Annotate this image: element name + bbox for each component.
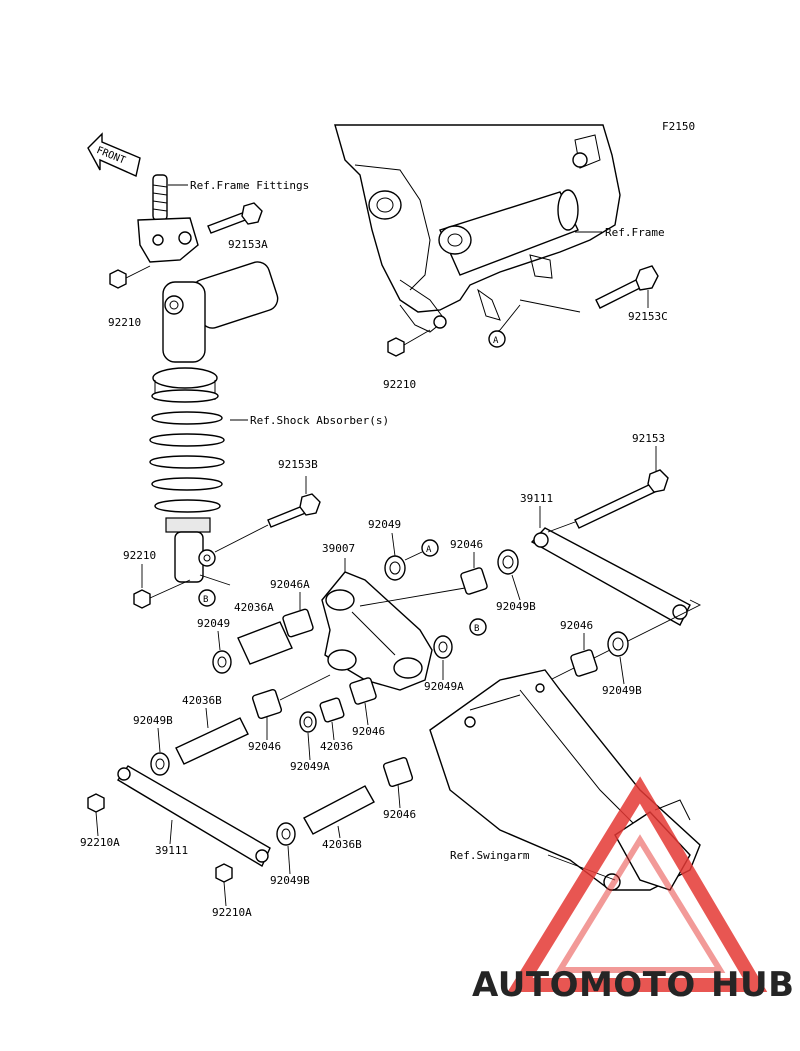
bearing-92046-top	[460, 567, 488, 595]
callout-a-rocker-label: A	[426, 545, 432, 555]
part-number-92210-shock: 92210	[123, 549, 156, 562]
callout-a-frame-label: A	[493, 336, 499, 346]
part-number-92049b-bottom: 92049B	[270, 874, 310, 887]
bearing-92046-right	[570, 649, 598, 677]
frame-drawing	[334, 124, 621, 336]
nut-92210-shock	[133, 589, 151, 609]
washer-92049b-right	[497, 549, 519, 575]
bolt-92153a	[207, 202, 263, 234]
nut-92210a-left	[87, 793, 105, 813]
part-number-39007: 39007	[322, 542, 355, 555]
ref-frame-label: Ref.Frame	[605, 226, 665, 239]
part-number-92046-right: 92046	[560, 619, 593, 632]
part-number-92049a-low: 92049A	[290, 760, 330, 773]
part-number-42036b-upper: 42036B	[182, 694, 222, 707]
part-number-92049-left: 92049	[197, 617, 230, 630]
frame-fitting-bracket	[137, 174, 199, 263]
bearing-92046-a	[251, 688, 283, 720]
nut-92210a-bottom	[215, 863, 233, 883]
part-number-92153b: 92153B	[278, 458, 318, 471]
sleeve-42036b-lower	[303, 785, 375, 835]
watermark-text-hub: HUB	[711, 965, 794, 1005]
part-number-92210-frame: 92210	[383, 378, 416, 391]
part-number-39111-left: 39111	[155, 844, 188, 857]
part-number-92046-b: 92046	[352, 725, 385, 738]
bearing-92046-c	[382, 756, 414, 788]
sleeve-42036a	[237, 621, 293, 665]
washer-92049a-mid	[433, 635, 453, 659]
callout-b-shock-label: B	[203, 595, 208, 605]
watermark-triangle-icon	[507, 776, 768, 992]
ref-swingarm-label: Ref.Swingarm	[450, 849, 530, 862]
bolt-92153c	[519, 265, 659, 313]
part-number-42036a: 42036A	[234, 601, 274, 614]
part-number-92153: 92153	[632, 432, 665, 445]
callout-a-frame	[488, 330, 506, 348]
part-number-92210a-bottom: 92210A	[212, 906, 252, 919]
ref-frame-fittings-label: Ref.Frame Fittings	[190, 179, 309, 192]
front-arrow-icon: FRONT	[87, 132, 141, 177]
nut-92210-frame	[387, 337, 405, 357]
watermark-logo: AUTOMOTO HUB	[472, 776, 794, 1005]
part-number-92210a-left: 92210A	[80, 836, 120, 849]
washer-92049a-low	[299, 711, 317, 733]
part-number-92046a: 92046A	[270, 578, 310, 591]
part-number-92046-a: 92046	[248, 740, 281, 753]
washer-92049b-bottom	[276, 822, 296, 846]
nut-92210-top	[109, 269, 127, 289]
part-number-92046-c: 92046	[383, 808, 416, 821]
washer-92049-top	[384, 555, 406, 581]
part-number-92049b-left: 92049B	[133, 714, 173, 727]
part-number-39111-right: 39111	[520, 492, 553, 505]
part-number-92153c: 92153C	[628, 310, 668, 323]
callout-a-rocker	[421, 539, 439, 557]
watermark-text-automoto: AUTOMOTO	[472, 965, 696, 1005]
washer-92049b-left	[150, 752, 170, 776]
part-number-92153a: 92153A	[228, 238, 268, 251]
washer-92049-left	[212, 650, 232, 674]
bolt-92153	[574, 469, 669, 529]
part-number-92046-top: 92046	[450, 538, 483, 551]
collar-42036	[319, 697, 345, 723]
part-number-92049-top: 92049	[368, 518, 401, 531]
part-number-92210-top: 92210	[108, 316, 141, 329]
sleeve-42036b-upper	[175, 717, 249, 765]
bearing-92046a	[282, 608, 314, 638]
bolt-92153b	[267, 493, 321, 528]
ref-shock-absorber-label: Ref.Shock Absorber(s)	[250, 414, 389, 427]
swingarm	[429, 669, 701, 891]
washer-92049b-far	[607, 631, 629, 657]
rocker-arm-39007	[321, 571, 433, 691]
part-number-92049b-far: 92049B	[602, 684, 642, 697]
part-number-92049b-right: 92049B	[496, 600, 536, 613]
tie-rod-39111-left	[116, 765, 271, 868]
callout-b-shock	[198, 589, 216, 607]
callout-b-rocker-label: B	[474, 624, 479, 634]
shock-absorber	[149, 261, 279, 583]
callout-b-rocker	[469, 618, 487, 636]
figure-code: F2150	[662, 120, 695, 133]
bearing-92046-b	[349, 677, 377, 705]
tie-rod-39111-right	[530, 527, 691, 626]
part-number-42036b-lower: 42036B	[322, 838, 362, 851]
part-number-42036: 42036	[320, 740, 353, 753]
part-number-92049a-mid: 92049A	[424, 680, 464, 693]
